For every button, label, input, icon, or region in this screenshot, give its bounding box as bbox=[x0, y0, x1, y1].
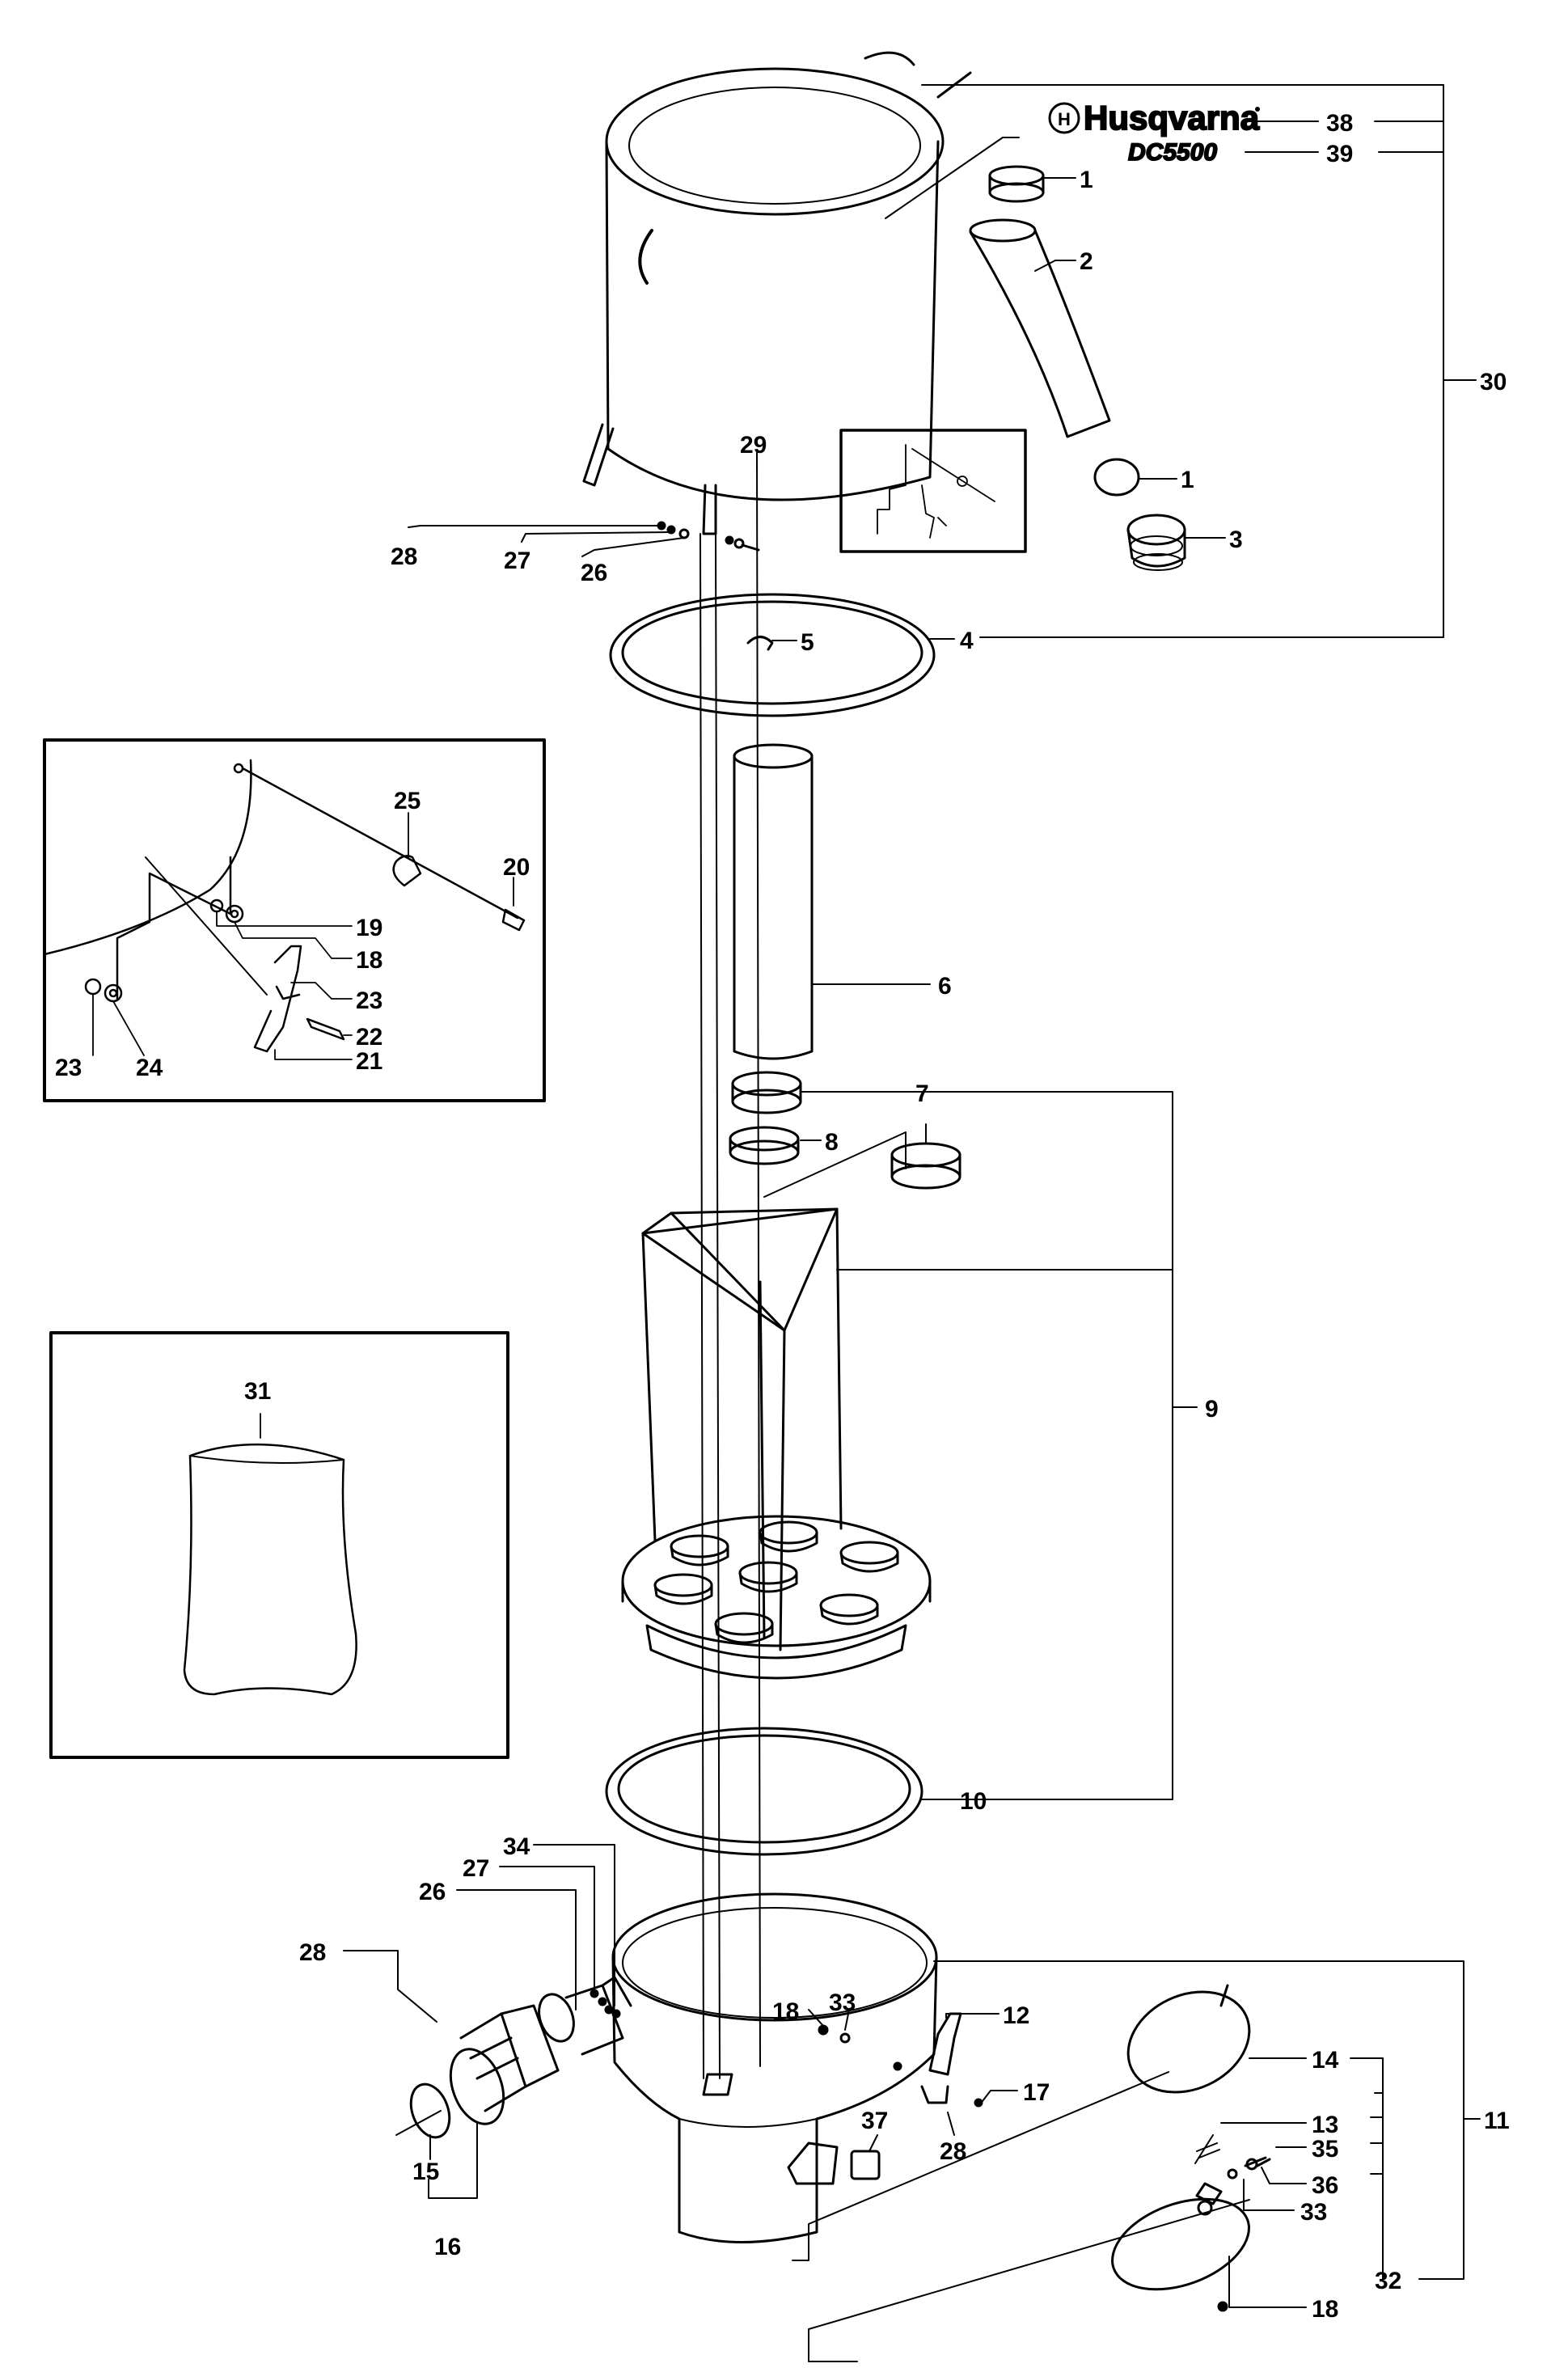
filter-bag-31 bbox=[183, 1413, 357, 1696]
callout-22: 22 bbox=[356, 1024, 382, 1051]
callout-18-inset: 18 bbox=[356, 947, 382, 974]
top-drum bbox=[582, 51, 1020, 535]
filter-tube-6 bbox=[733, 743, 814, 1060]
callout-26-bottom: 26 bbox=[419, 1879, 446, 1905]
callout-15: 15 bbox=[412, 2158, 439, 2185]
callout-33-lower: 33 bbox=[1300, 2199, 1327, 2226]
callout-38: 38 bbox=[1326, 110, 1353, 137]
callout-19: 19 bbox=[356, 915, 382, 941]
filter-bag-inset bbox=[49, 1331, 509, 1759]
callout-27-top: 27 bbox=[504, 548, 530, 574]
callout-11: 11 bbox=[1484, 2108, 1510, 2134]
clamp-rings-7-8 bbox=[729, 1071, 962, 1198]
gasket-ring-4 bbox=[609, 593, 936, 717]
bottom-hopper bbox=[611, 1892, 938, 2243]
callout-26-top: 26 bbox=[581, 560, 607, 586]
callout-25: 25 bbox=[394, 788, 421, 814]
callout-14: 14 bbox=[1312, 2047, 1339, 2074]
latch-detail-inset bbox=[43, 738, 546, 1102]
leader-lines bbox=[343, 84, 1481, 2308]
callout-4: 4 bbox=[960, 628, 974, 654]
filter-frame-9 bbox=[621, 1207, 932, 1680]
callout-9: 9 bbox=[1205, 1396, 1219, 1423]
callout-17: 17 bbox=[1023, 2079, 1050, 2106]
svg-text:H: H bbox=[1058, 109, 1071, 129]
callout-28-left: 28 bbox=[299, 1939, 326, 1966]
callout-18-lower: 18 bbox=[1312, 2296, 1338, 2323]
side-latch bbox=[893, 2012, 962, 2104]
callout-13: 13 bbox=[1312, 2112, 1338, 2138]
tie-rods bbox=[699, 452, 761, 2079]
husqvarna-logo-icon: H bbox=[1048, 102, 1080, 134]
latch-detail-inset-small bbox=[839, 429, 1027, 553]
callout-labels: 38 39 30 1 2 1 3 4 5 29 28 27 26 6 7 8 9… bbox=[55, 110, 1510, 2323]
callout-29: 29 bbox=[740, 432, 767, 459]
hose-assembly bbox=[969, 165, 1186, 571]
callout-39: 39 bbox=[1326, 141, 1353, 167]
callout-21: 21 bbox=[356, 1048, 382, 1075]
latch-detail-parts bbox=[43, 759, 526, 1053]
latch-detail-leaders bbox=[92, 812, 514, 1060]
drum-hardware bbox=[590, 521, 983, 2108]
callout-6: 6 bbox=[938, 973, 952, 1000]
callout-23-inset-left: 23 bbox=[55, 1055, 82, 1081]
callout-31: 31 bbox=[244, 1378, 271, 1405]
callout-36: 36 bbox=[1312, 2172, 1338, 2199]
callout-30: 30 bbox=[1480, 369, 1507, 395]
callout-24: 24 bbox=[136, 1055, 163, 1081]
brand-name: Husqvarna bbox=[1084, 99, 1260, 137]
callout-10: 10 bbox=[960, 1788, 987, 1815]
inlet-assembly bbox=[395, 1976, 632, 2139]
callout-34: 34 bbox=[503, 1833, 530, 1860]
callout-23-inset-right: 23 bbox=[356, 987, 382, 1014]
gasket-ring-10 bbox=[605, 1727, 923, 1856]
callout-27-bottom: 27 bbox=[463, 1855, 489, 1882]
callout-1-lower: 1 bbox=[1181, 467, 1194, 493]
lid-assembly bbox=[792, 1984, 1271, 2362]
callout-20: 20 bbox=[503, 854, 530, 881]
callout-5: 5 bbox=[801, 629, 814, 656]
callout-35: 35 bbox=[1312, 2136, 1338, 2163]
callout-37: 37 bbox=[861, 2108, 888, 2134]
callout-28-top: 28 bbox=[391, 543, 417, 570]
callout-8: 8 bbox=[825, 1129, 839, 1156]
callout-7: 7 bbox=[915, 1080, 929, 1107]
callout-3: 3 bbox=[1229, 526, 1243, 553]
latch-detail-small-parts bbox=[877, 444, 995, 539]
callout-28-bottom: 28 bbox=[940, 2138, 966, 2165]
callout-33-middle: 33 bbox=[829, 1989, 856, 2016]
brand-plate: H Husqvarna DC5500 bbox=[1048, 98, 1261, 167]
callout-1-top: 1 bbox=[1080, 167, 1093, 193]
callout-2: 2 bbox=[1080, 248, 1093, 275]
model-name: DC5500 bbox=[1128, 139, 1217, 166]
callout-16: 16 bbox=[434, 2234, 461, 2260]
callout-32: 32 bbox=[1375, 2268, 1401, 2294]
callout-12: 12 bbox=[1003, 2002, 1029, 2029]
callout-18-middle: 18 bbox=[772, 1998, 799, 2025]
